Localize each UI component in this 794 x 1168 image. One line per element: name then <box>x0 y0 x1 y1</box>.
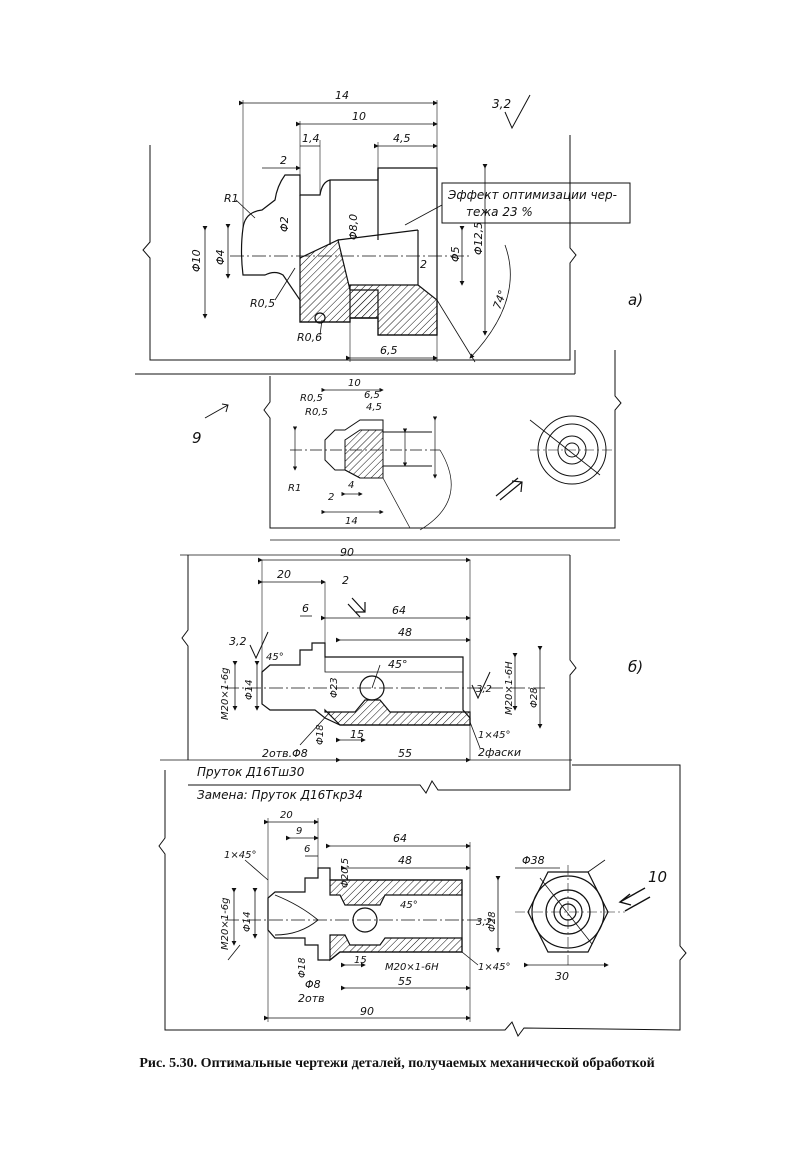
b-phi28: Φ28 <box>529 687 540 708</box>
sub-dim-r1: R1 <box>288 483 301 494</box>
c-phi38: Φ38 <box>522 854 545 867</box>
c-phi8: Φ8 <box>305 978 321 991</box>
dim-r1: R1 <box>224 192 239 205</box>
optimization-note-line2: тежа 23 % <box>466 205 533 219</box>
b-roughness-right: 3,2 <box>476 684 492 695</box>
b-thread-left: M20×1-6g <box>220 668 231 720</box>
sub-dim-r05a: R0,5 <box>300 393 323 404</box>
c-dim-30: 30 <box>555 970 569 983</box>
c-chamfer-right: 1×45° <box>478 962 510 973</box>
sub-dim-6-5: 6,5 <box>364 390 380 401</box>
part-a-subview <box>204 350 622 541</box>
part-a-text: 14 10 1,4 4,5 2 R1 Φ2 Φ10 Φ4 Φ8,0 Φ5 Φ12… <box>190 89 643 357</box>
dim-1-4: 1,4 <box>302 132 320 145</box>
c-dim-15: 15 <box>354 955 367 966</box>
c-thread-right: M20×1-6H <box>385 962 439 973</box>
b-phi23: Φ23 <box>329 677 340 698</box>
view-number-2: 2 <box>342 574 349 587</box>
b-phi14: Φ14 <box>244 679 255 700</box>
c-phi20-5: Φ20,5 <box>340 858 351 888</box>
material-note-2: Замена: Пруток Д16Ткр34 <box>197 788 363 802</box>
dim-phi12-5: Φ12,5 <box>472 222 485 255</box>
part-c <box>158 764 687 1037</box>
b-dim-48: 48 <box>398 626 412 639</box>
material-note-1: Пруток Д16Тш30 <box>197 765 305 779</box>
dim-6-5: 6,5 <box>380 344 398 357</box>
b-holes: 2отв.Φ8 <box>262 747 308 760</box>
c-phi28: Φ28 <box>487 911 498 932</box>
b-dim-6: 6 <box>302 602 309 615</box>
c-dim-20: 20 <box>280 810 293 821</box>
dim-10: 10 <box>352 110 366 123</box>
c-thread-left: M20×1-6g <box>220 898 231 950</box>
c-dim-6: 6 <box>304 844 310 855</box>
c-phi18: Φ18 <box>297 957 308 978</box>
c-dim-48: 48 <box>398 854 412 867</box>
b-roughness-left: 3,2 <box>229 635 247 648</box>
dim-phi8: Φ8,0 <box>347 214 360 240</box>
view-number-9: 9 <box>192 429 202 447</box>
optimization-note-line1: Эффект оптимизации чер- <box>447 188 617 202</box>
part-c-text: 20 9 6 64 48 1×45° Φ20,5 45° M20×1-6g Φ1… <box>220 810 667 1018</box>
b-dim-55: 55 <box>398 747 412 760</box>
c-dim-64: 64 <box>393 832 407 845</box>
b-dim-20: 20 <box>277 568 291 581</box>
dim-2: 2 <box>280 154 287 167</box>
dim-phi5: Φ5 <box>449 246 462 262</box>
sub-dim-14: 14 <box>345 516 358 527</box>
dim-angle-74: 74° <box>491 288 510 311</box>
dim-phi2: Φ2 <box>278 216 291 232</box>
b-angle-45b: 45° <box>388 658 408 671</box>
c-phi14: Φ14 <box>242 911 253 932</box>
c-dim-90: 90 <box>360 1005 374 1018</box>
dim-phi4: Φ4 <box>214 249 227 265</box>
dim-r06: R0,6 <box>297 331 322 344</box>
dim-4-5: 4,5 <box>393 132 411 145</box>
b-phi18: Φ18 <box>315 724 326 745</box>
view-number-10: 10 <box>648 868 667 886</box>
part-b <box>160 554 577 794</box>
c-dim-55: 55 <box>398 975 412 988</box>
dim-r05: R0,5 <box>250 297 275 310</box>
b-angle-45a: 45° <box>266 652 284 663</box>
c-dim-9: 9 <box>296 826 302 837</box>
sub-dim-r05b: R0,5 <box>305 407 328 418</box>
c-chamfer-left: 1×45° <box>224 850 256 861</box>
dim-14: 14 <box>335 89 349 102</box>
b-chamfer: 1×45° <box>478 730 510 741</box>
b-chamfers: 2фаски <box>478 746 521 759</box>
sub-dim-4-5: 4,5 <box>366 402 382 413</box>
c-holes: 2отв <box>298 992 325 1005</box>
roughness-3-2: 3,2 <box>492 97 511 111</box>
part-a-subview-text: 9 10 6,5 4,5 R0,5 R0,5 R1 4 2 14 <box>192 378 382 527</box>
sub-dim-2: 2 <box>328 492 334 503</box>
c-angle-45: 45° <box>400 900 418 911</box>
b-dim-64: 64 <box>392 604 406 617</box>
dim-2b: 2 <box>420 258 427 271</box>
part-b-text: 90 20 6 64 48 3,2 M20×1-6g Φ14 45° 45° Φ… <box>197 546 643 802</box>
b-thread-right: M20×1-6H <box>504 661 515 715</box>
b-dim-90: 90 <box>340 546 354 559</box>
sub-dim-10: 10 <box>348 378 361 389</box>
label-b: б) <box>628 658 643 676</box>
sub-dim-4: 4 <box>348 480 354 491</box>
c-roughness: 3,2 <box>476 917 492 928</box>
dim-phi10: Φ10 <box>190 249 203 272</box>
b-dim-15: 15 <box>350 728 364 741</box>
part-a <box>135 94 631 375</box>
figure-caption: Рис. 5.30. Оптимальные чертежи деталей, … <box>139 1056 655 1071</box>
label-a: а) <box>628 291 643 309</box>
